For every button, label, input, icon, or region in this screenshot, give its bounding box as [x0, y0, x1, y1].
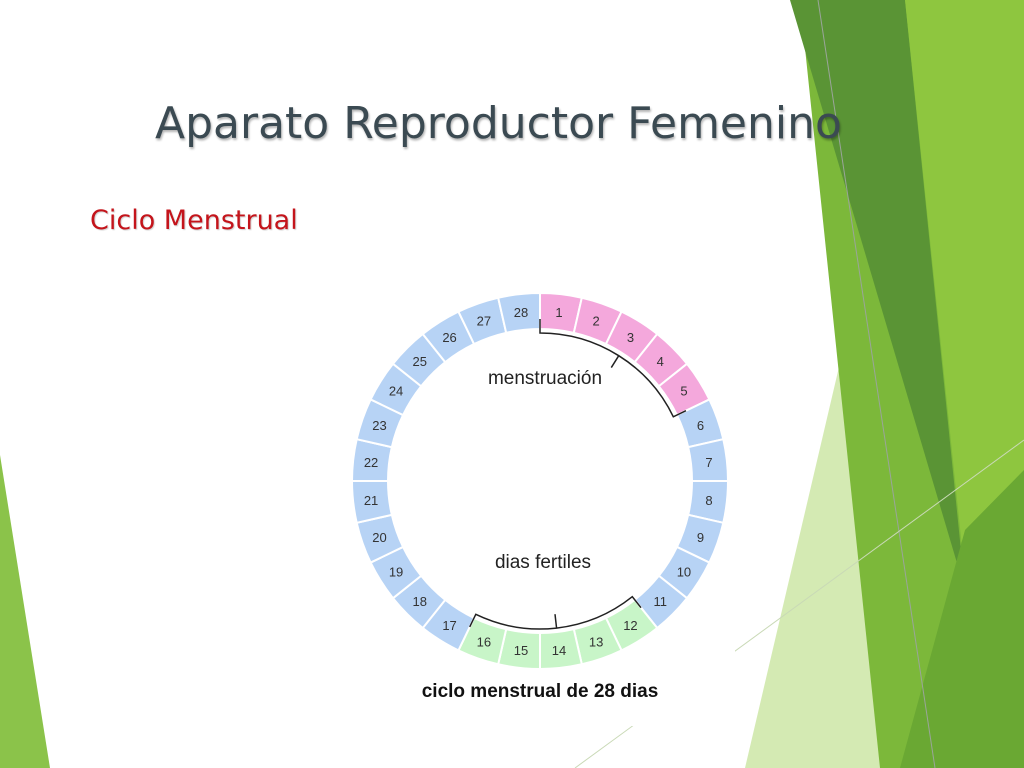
- day-number-27: 27: [477, 314, 491, 329]
- day-number-15: 15: [514, 643, 528, 658]
- day-number-22: 22: [364, 455, 378, 470]
- fertile-days-bracket: [469, 595, 642, 630]
- cycle-caption: ciclo menstrual de 28 dias: [421, 681, 659, 702]
- day-number-10: 10: [677, 564, 691, 579]
- day-number-28: 28: [514, 305, 528, 320]
- day-number-5: 5: [680, 384, 687, 399]
- day-number-13: 13: [589, 634, 603, 649]
- day-number-7: 7: [705, 455, 712, 470]
- day-number-1: 1: [555, 305, 562, 320]
- day-number-8: 8: [705, 493, 712, 508]
- day-number-26: 26: [442, 330, 456, 345]
- day-number-2: 2: [593, 314, 600, 329]
- day-number-25: 25: [413, 354, 427, 369]
- day-number-19: 19: [389, 564, 403, 579]
- left-green-stripe: [0, 455, 50, 768]
- slide-subtitle: Ciclo Menstrual: [90, 205, 298, 236]
- phase-brackets: [469, 319, 687, 630]
- day-number-23: 23: [372, 418, 386, 433]
- day-number-14: 14: [552, 643, 566, 658]
- menstruation-label: menstruación: [488, 368, 602, 389]
- day-number-21: 21: [364, 493, 378, 508]
- fertile-days-label: dias fertiles: [495, 552, 591, 573]
- slide-title: Aparato Reproductor Femenino: [155, 98, 842, 149]
- day-number-9: 9: [697, 530, 704, 545]
- day-number-3: 3: [627, 330, 634, 345]
- day-segments: 1234567891011121314151617181920212223242…: [350, 291, 730, 671]
- day-number-12: 12: [623, 618, 637, 633]
- cycle-ring-diagram: 1234567891011121314151617181920212223242…: [350, 291, 730, 671]
- decor-line: [817, 0, 936, 768]
- right-dark-green-panel: [790, 0, 965, 590]
- menstruation-bracket: [539, 319, 687, 418]
- day-number-16: 16: [477, 634, 491, 649]
- day-number-20: 20: [372, 530, 386, 545]
- day-number-6: 6: [697, 418, 704, 433]
- lower-green-panel: [900, 470, 1024, 768]
- day-number-17: 17: [442, 618, 456, 633]
- day-number-11: 11: [653, 594, 667, 609]
- day-number-4: 4: [657, 354, 664, 369]
- day-number-18: 18: [413, 594, 427, 609]
- day-number-24: 24: [389, 384, 403, 399]
